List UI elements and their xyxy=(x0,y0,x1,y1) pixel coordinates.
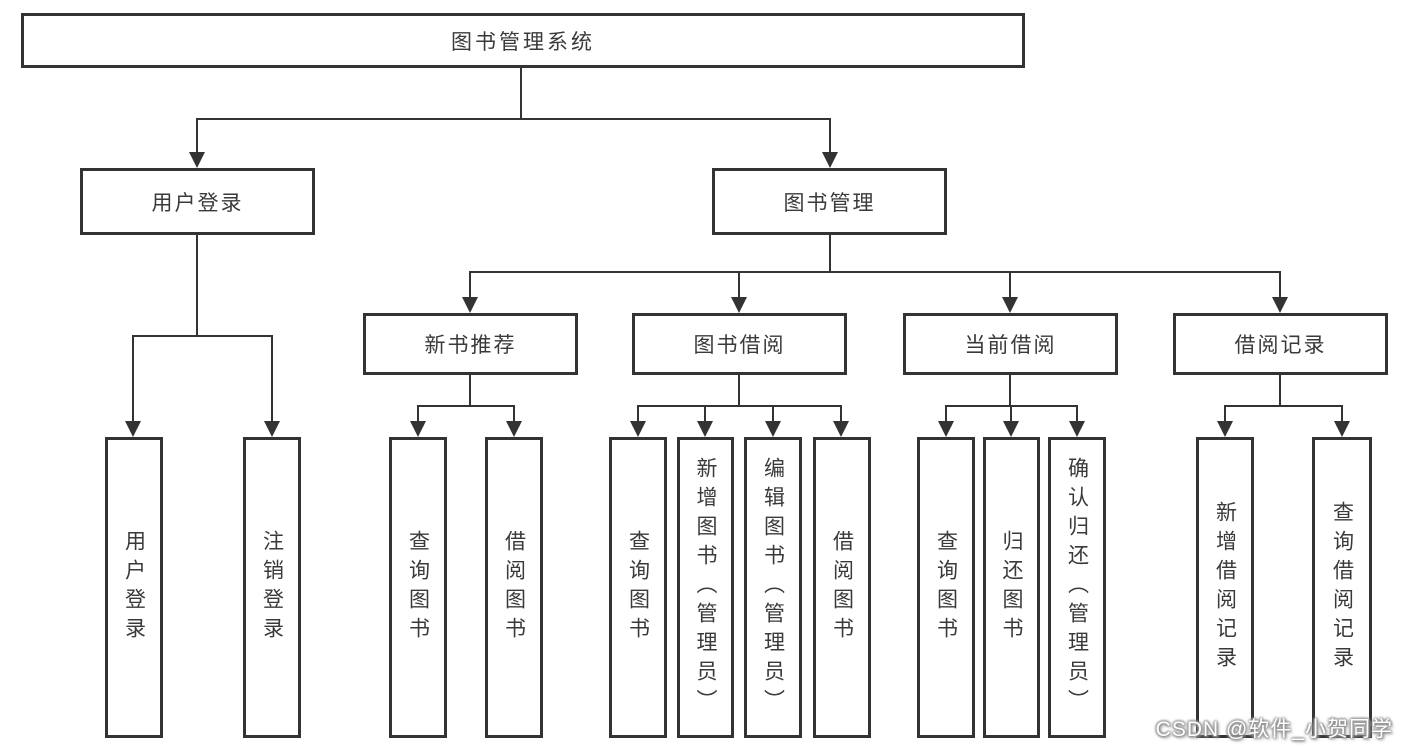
leaf-label: 新增借阅记录 xyxy=(1213,500,1237,675)
arrow-down-icon xyxy=(264,421,280,437)
leaf-label: 新增图书（管理员） xyxy=(694,457,718,718)
arrow-down-icon xyxy=(1002,297,1018,313)
leaf-query-books: 查询图书 xyxy=(917,437,975,738)
arrow-down-icon xyxy=(1003,421,1019,437)
arrow-down-icon xyxy=(462,297,478,313)
arrow-down-icon xyxy=(822,152,838,168)
connector-drop xyxy=(1279,271,1281,299)
leaf-label: 注销登录 xyxy=(260,529,284,646)
node-book-borrow-label: 图书借阅 xyxy=(693,334,786,357)
node-new-book-recommend: 新书推荐 xyxy=(363,313,578,375)
connector-drop xyxy=(840,405,842,423)
connector-drop xyxy=(417,405,419,423)
connector-root-stem xyxy=(520,66,522,120)
leaf-label: 归还图书 xyxy=(1000,529,1024,646)
node-book-management: 图书管理 xyxy=(712,168,947,235)
leaf-return-books: 归还图书 xyxy=(983,437,1040,738)
node-current-borrow: 当前借阅 xyxy=(903,313,1118,375)
leaf-label: 查询图书 xyxy=(934,529,958,646)
connector-drop xyxy=(704,405,706,423)
connector-user-login-branch xyxy=(132,335,272,337)
leaf-borrow-books: 借阅图书 xyxy=(813,437,871,738)
connector-drop xyxy=(738,271,740,299)
leaf-add-books-admin: 新增图书（管理员） xyxy=(677,437,734,738)
arrow-down-icon xyxy=(1217,421,1233,437)
node-new-book-recommend-label: 新书推荐 xyxy=(424,334,517,357)
leaf-edit-books-admin: 编辑图书（管理员） xyxy=(744,437,802,738)
connector-book-mgmt-stem xyxy=(829,235,831,273)
node-book-management-label: 图书管理 xyxy=(783,191,876,215)
arrow-down-icon xyxy=(1069,421,1085,437)
watermark: CSDN @软件_小贺同学 xyxy=(1155,718,1393,741)
connector-drop xyxy=(513,405,515,423)
arrow-down-icon xyxy=(731,297,747,313)
arrow-down-icon xyxy=(938,421,954,437)
connector-branch xyxy=(1224,405,1342,407)
connector-drop xyxy=(1009,271,1011,299)
connector-drop xyxy=(132,335,134,423)
connector-branch xyxy=(417,405,515,407)
connector-drop xyxy=(637,405,639,423)
leaf-confirm-return-admin: 确认归还（管理员） xyxy=(1048,437,1106,738)
connector-root-branch xyxy=(196,118,831,120)
connector-drop xyxy=(1224,405,1226,423)
leaf-label: 借阅图书 xyxy=(502,529,526,646)
arrow-down-icon xyxy=(506,421,522,437)
arrow-down-icon xyxy=(765,421,781,437)
connector-drop xyxy=(945,405,947,423)
arrow-down-icon xyxy=(630,421,646,437)
node-borrow-record: 借阅记录 xyxy=(1173,313,1388,375)
leaf-label: 查询图书 xyxy=(406,529,430,646)
leaf-logout: 注销登录 xyxy=(243,437,301,738)
leaf-label: 确认归还（管理员） xyxy=(1065,457,1089,718)
arrow-down-icon xyxy=(1334,421,1350,437)
leaf-add-borrow-record: 新增借阅记录 xyxy=(1196,437,1254,738)
node-borrow-record-label: 借阅记录 xyxy=(1234,334,1327,357)
connector-book-mgmt-branch xyxy=(469,271,1281,273)
arrow-down-icon xyxy=(697,421,713,437)
node-root-label: 图书管理系统 xyxy=(451,30,595,54)
arrow-down-icon xyxy=(1272,297,1288,313)
arrow-down-icon xyxy=(410,421,426,437)
node-current-borrow-label: 当前借阅 xyxy=(964,334,1057,357)
connector-drop xyxy=(1076,405,1078,423)
leaf-borrow-books: 借阅图书 xyxy=(485,437,543,738)
connector-stem xyxy=(1009,375,1011,407)
leaf-label: 查询借阅记录 xyxy=(1330,500,1354,675)
connector-stem xyxy=(738,375,740,407)
arrow-down-icon xyxy=(125,421,141,437)
node-book-borrow: 图书借阅 xyxy=(632,313,847,375)
node-user-login: 用户登录 xyxy=(80,168,315,235)
leaf-query-books: 查询图书 xyxy=(389,437,447,738)
arrow-down-icon xyxy=(189,152,205,168)
arrow-down-icon xyxy=(833,421,849,437)
leaf-query-books: 查询图书 xyxy=(609,437,667,738)
leaf-query-borrow-record: 查询借阅记录 xyxy=(1312,437,1372,738)
connector-drop xyxy=(469,271,471,299)
node-user-login-label: 用户登录 xyxy=(151,191,244,215)
connector-drop xyxy=(1010,405,1012,423)
leaf-label: 编辑图书（管理员） xyxy=(761,457,785,718)
leaf-label: 查询图书 xyxy=(626,529,650,646)
node-root: 图书管理系统 xyxy=(21,13,1025,68)
connector-drop xyxy=(829,118,831,154)
connector-drop xyxy=(196,118,198,154)
connector-user-login-stem xyxy=(196,235,198,336)
leaf-label: 借阅图书 xyxy=(830,529,854,646)
leaf-label: 用户登录 xyxy=(122,529,146,646)
connector-drop xyxy=(772,405,774,423)
connector-stem xyxy=(469,375,471,407)
connector-drop xyxy=(1341,405,1343,423)
leaf-user-login: 用户登录 xyxy=(105,437,163,738)
connector-branch xyxy=(637,405,842,407)
connector-stem xyxy=(1279,375,1281,407)
connector-drop xyxy=(271,335,273,423)
